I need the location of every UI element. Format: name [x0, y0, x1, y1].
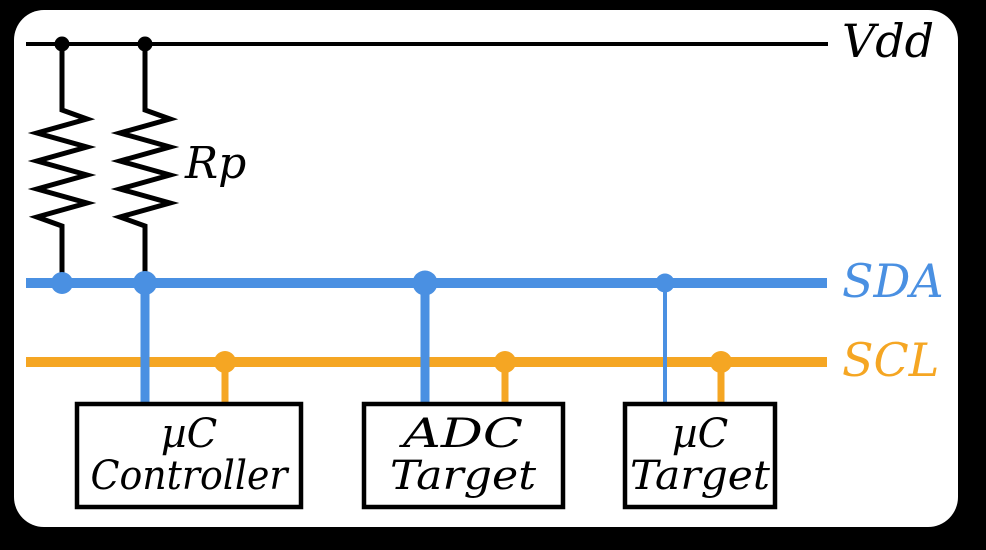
sda-junction-dot — [133, 271, 157, 295]
sda-junction-dot — [655, 273, 675, 293]
device-adc-target: ADC Target — [361, 401, 566, 510]
pullup-resistor-2 — [110, 46, 180, 280]
sda-label: SDA — [842, 254, 944, 308]
sda-junction-dot — [51, 272, 73, 294]
device-box — [74, 401, 304, 510]
device-label-line1: µC — [672, 411, 729, 457]
device-label-line2: Controller — [91, 453, 291, 499]
device-box — [622, 401, 778, 510]
device-box — [361, 401, 566, 510]
scl-label: SCL — [842, 333, 939, 387]
scl-junction-dot — [214, 351, 236, 373]
device-controller: µC Controller — [74, 401, 304, 510]
scl-junction-dot — [494, 351, 516, 373]
device-label-line1: µC — [161, 411, 218, 457]
pullup-resistor-1 — [27, 46, 97, 280]
device-label-line2: Target — [630, 453, 771, 499]
sda-junction-dot — [412, 270, 438, 296]
vdd-junction-dot — [54, 36, 70, 52]
rp-label: Rp — [184, 138, 246, 189]
device-label-line1: ADC — [398, 411, 523, 457]
scl-junction-dot — [710, 351, 732, 373]
device-label-line2: Target — [390, 453, 537, 499]
vdd-junction-dot — [137, 36, 153, 52]
device-uc-target: µC Target — [622, 401, 778, 510]
vdd-label: Vdd — [842, 14, 934, 68]
